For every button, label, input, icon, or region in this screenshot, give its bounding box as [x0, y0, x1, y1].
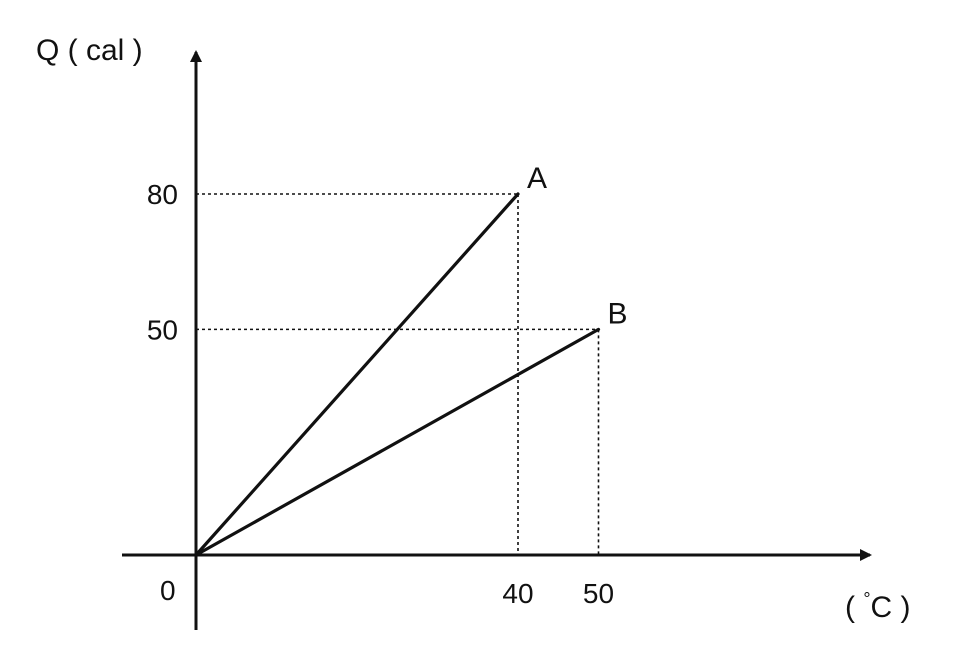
point-label-a: A: [527, 162, 547, 195]
x-tick-label-50: 50: [583, 578, 614, 609]
tick-labels: 40 50 50 80: [147, 179, 614, 609]
y-tick-label-80: 80: [147, 179, 178, 210]
point-label-b: B: [608, 297, 628, 330]
origin-label: 0: [160, 575, 176, 606]
reference-lines: [196, 193, 600, 555]
y-axis-title: Q ( cal ): [36, 34, 143, 67]
degree-symbol: °: [863, 589, 870, 609]
series-lines: [194, 192, 601, 557]
x-tick-label-40: 40: [502, 578, 533, 609]
x-axis-title-open: (: [845, 591, 863, 624]
point-labels: AB: [527, 162, 628, 330]
x-axis-title-unit: C ): [871, 591, 911, 624]
series-line-a: [194, 192, 520, 557]
series-line-b: [194, 327, 601, 557]
x-axis-title: ( °C ): [845, 589, 911, 624]
y-tick-label-50: 50: [147, 314, 178, 345]
